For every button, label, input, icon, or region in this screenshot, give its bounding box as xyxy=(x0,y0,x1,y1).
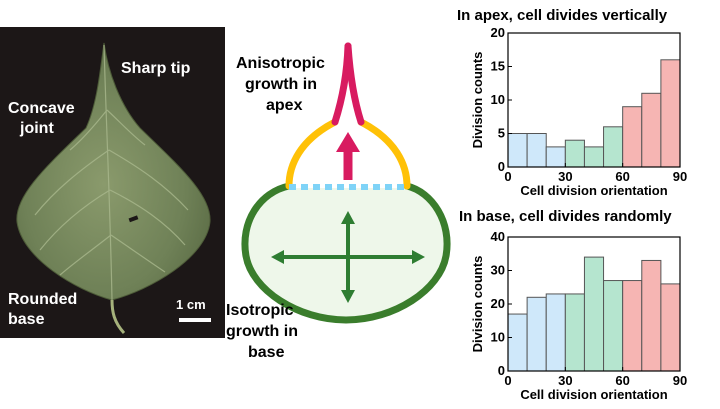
x-tick-label: 60 xyxy=(615,169,629,184)
y-axis-label: Division counts xyxy=(470,256,485,353)
histogram-bar xyxy=(526,133,547,168)
histogram-bar xyxy=(603,126,624,168)
right-joint xyxy=(357,118,411,190)
apex-histogram: In apex, cell divides vertically 0 30 60 90 0… xyxy=(457,7,687,198)
base-label-line1: Isotropic xyxy=(226,302,294,319)
histogram-bar xyxy=(507,313,528,372)
histogram-bar xyxy=(660,283,681,372)
histogram-bar xyxy=(583,256,605,372)
x-tick-label: 90 xyxy=(673,169,687,184)
x-tick-label: 60 xyxy=(615,373,629,388)
y-tick-label: 20 xyxy=(491,296,505,311)
leaf-veins xyxy=(34,44,189,301)
x-tick-label: 90 xyxy=(673,373,687,388)
label-concave-line1: Concave xyxy=(8,100,75,117)
histogram-bar xyxy=(603,280,624,372)
histogram-bar xyxy=(526,296,547,372)
left-joint xyxy=(285,118,339,190)
y-tick-label: 0 xyxy=(498,363,505,378)
apex-label-line2: growth in xyxy=(245,76,317,93)
y-tick-label: 20 xyxy=(491,25,505,40)
y-tick-label: 10 xyxy=(491,330,505,345)
growth-diagram: Anisotropic growth in apex Isotropic gro… xyxy=(226,42,451,361)
y-tick-label: 30 xyxy=(491,263,505,278)
histogram-bar xyxy=(564,293,585,372)
x-tick-label: 0 xyxy=(504,373,511,388)
x-tick-label: 0 xyxy=(504,169,511,184)
chart-title: In base, cell divides randomly xyxy=(459,208,672,225)
y-axis-label: Division counts xyxy=(470,52,485,149)
apex-label-line3: apex xyxy=(266,97,303,114)
base-histogram: In base, cell divides randomly 0 30 60 90 0 10… xyxy=(459,208,687,402)
histogram-bar xyxy=(641,259,662,372)
label-rounded-line2: base xyxy=(8,311,45,328)
y-tick-label: 5 xyxy=(498,126,505,141)
leaf-photo-panel: Sharp tip Concave joint Rounded base 1 c… xyxy=(0,27,225,338)
base-label-line2: growth in xyxy=(226,323,298,340)
x-axis-label: Cell division orientation xyxy=(520,387,667,402)
histogram-bar xyxy=(622,106,643,168)
histogram-bar xyxy=(583,146,605,168)
leaf-hole xyxy=(128,215,139,223)
histogram-bar xyxy=(545,293,566,372)
isotropic-arrows xyxy=(271,211,425,303)
histogram-bar xyxy=(641,92,662,168)
base-outline xyxy=(241,182,451,324)
apex-growth-arrow-head xyxy=(336,132,360,152)
histogram-bar xyxy=(564,139,585,168)
chart-title: In apex, cell divides vertically xyxy=(457,7,668,24)
label-sharp-tip: Sharp tip xyxy=(121,60,191,77)
label-concave-line2: joint xyxy=(19,120,54,137)
scale-bar xyxy=(179,318,211,322)
apex-label-line1: Anisotropic xyxy=(236,55,325,72)
histogram-bar xyxy=(507,133,528,168)
x-tick-label: 30 xyxy=(558,373,572,388)
y-tick-label: 40 xyxy=(491,229,505,244)
histogram-bar xyxy=(660,59,681,168)
y-tick-label: 10 xyxy=(491,92,505,107)
x-axis-label: Cell division orientation xyxy=(520,183,667,198)
base-label-line3: base xyxy=(248,344,285,361)
y-tick-label: 0 xyxy=(498,159,505,174)
leaf-stem xyxy=(110,299,126,335)
scale-bar-label: 1 cm xyxy=(176,297,206,312)
histogram-bar xyxy=(622,280,643,372)
label-rounded-line1: Rounded xyxy=(8,291,77,308)
histogram-bar xyxy=(545,146,566,168)
y-tick-label: 15 xyxy=(491,59,505,74)
x-tick-label: 30 xyxy=(558,169,572,184)
right-tip xyxy=(344,42,365,126)
